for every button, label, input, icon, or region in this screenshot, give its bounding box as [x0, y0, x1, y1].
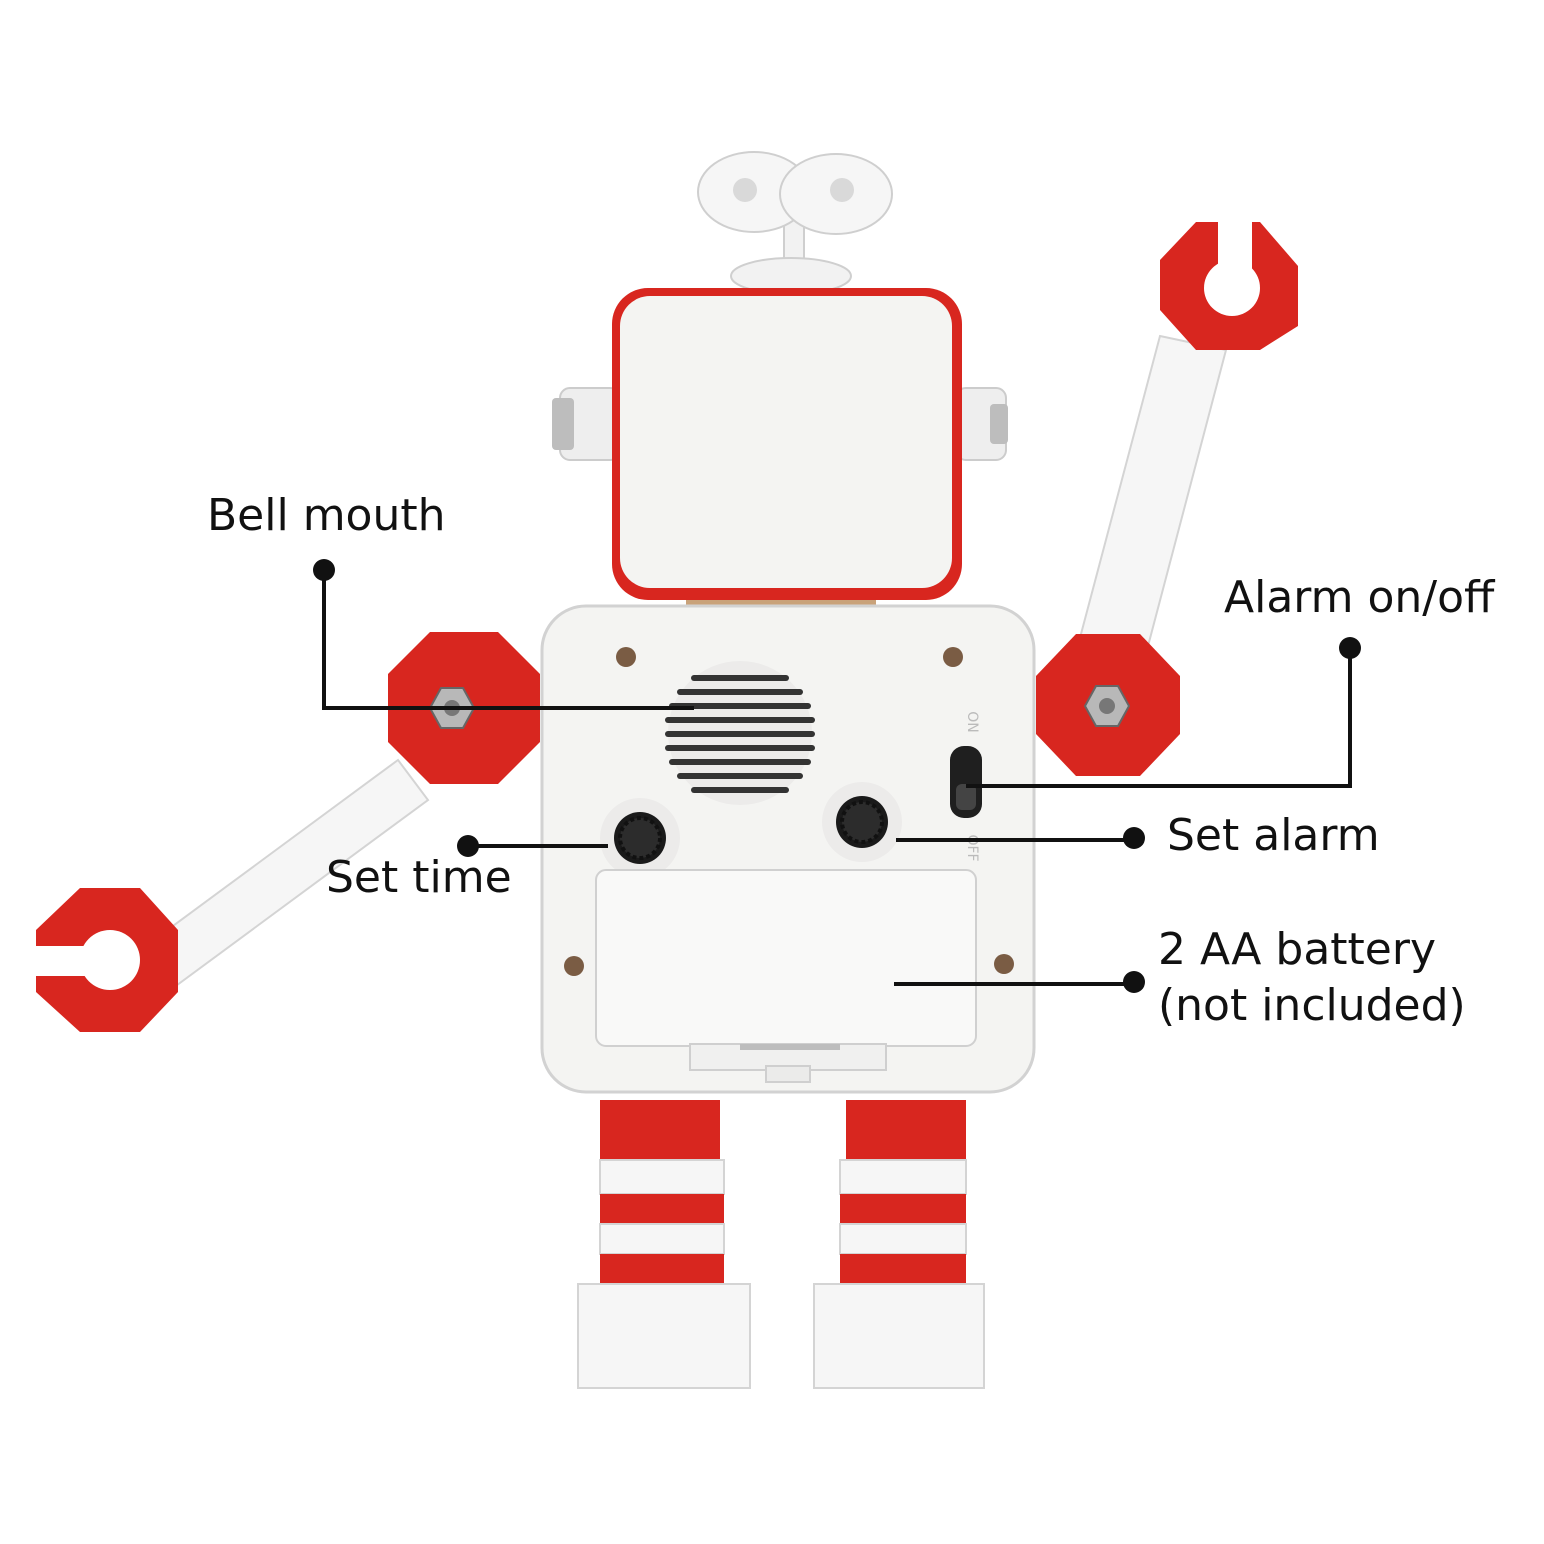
alarm-on-off-label: Alarm on/off: [1224, 572, 1495, 623]
right-arm: [1036, 334, 1228, 776]
battery-label: 2 AA battery (not included): [1158, 922, 1466, 1034]
wind-up-key: [697, 151, 893, 295]
left-claw: [30, 888, 178, 1032]
right-leg: [813, 1100, 985, 1389]
left-arm: [118, 632, 540, 1007]
battery-label-line2: (not included): [1158, 980, 1466, 1031]
set-time-label: Set time: [326, 852, 512, 903]
left-leg: [577, 1100, 751, 1389]
battery-label-line1: 2 AA battery: [1158, 924, 1436, 975]
callout-leader-battery: [894, 971, 1145, 993]
callout-leader-alarm-switch: [966, 637, 1361, 788]
callout-leader-set-time: [457, 835, 608, 857]
battery-compartment: [595, 869, 977, 1083]
set-alarm-knob[interactable]: [822, 782, 902, 862]
bell-mouth-label: Bell mouth: [207, 490, 446, 541]
callout-leader-bell: [313, 559, 694, 710]
right-claw: [1160, 212, 1298, 350]
switch-on-mark: ON: [964, 711, 980, 733]
set-time-knob[interactable]: [600, 798, 680, 878]
set-alarm-label: Set alarm: [1167, 810, 1380, 861]
callout-leader-set-alarm: [896, 827, 1145, 849]
robot-head: [552, 288, 1008, 610]
alarm-switch[interactable]: ON OFF: [950, 711, 982, 862]
speaker-grille: [665, 661, 815, 805]
